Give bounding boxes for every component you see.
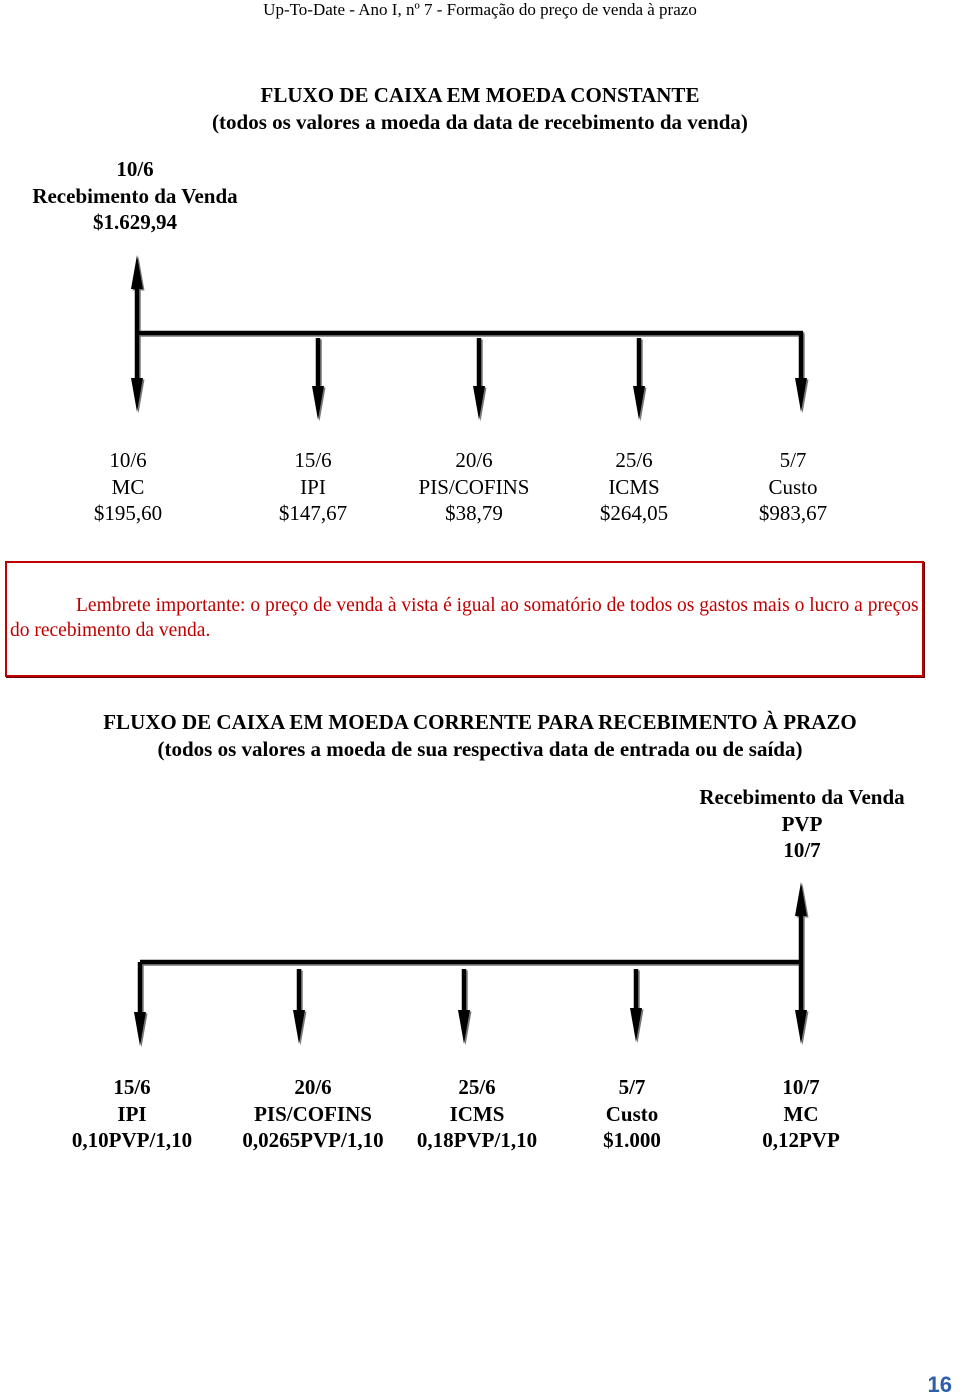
outflow-date: 25/6	[458, 1075, 496, 1099]
outflow-value: $195,60	[93, 501, 163, 525]
outflow-label: 5/7 Custo $983,67	[713, 447, 873, 527]
outflow-value: $264,05	[599, 501, 669, 525]
receipt-value: $1.629,94	[93, 210, 177, 234]
outflow-name: Custo	[605, 1101, 659, 1126]
receipt-label: Recebimento da Venda	[699, 785, 905, 809]
outflow-arrow-head	[134, 1012, 146, 1046]
outflow-value: 0,12PVP	[762, 1128, 840, 1152]
outflow-name: ICMS	[449, 1101, 505, 1126]
outflow-arrow-head	[795, 378, 807, 412]
outflow-value: 0,0265PVP/1,10	[242, 1128, 384, 1152]
outflow-label: 25/6 ICMS 0,18PVP/1,10	[392, 1074, 562, 1154]
outflow-label: 15/6 IPI 0,10PVP/1,10	[47, 1074, 217, 1154]
outflow-name: PIS/COFINS	[254, 1101, 372, 1126]
outflow-arrow-head	[458, 1010, 470, 1044]
receipt-date: 10/6	[116, 157, 154, 181]
outflow-value: 0,10PVP/1,10	[71, 1128, 193, 1152]
section1-title: FLUXO DE CAIXA EM MOEDA CONSTANTE (todos…	[155, 82, 805, 136]
outflow-date: 10/6	[109, 448, 147, 472]
outflow-label: 20/6 PIS/COFINS $38,79	[394, 447, 554, 527]
inflow-arrow-head	[795, 882, 807, 916]
outflow-arrow-head	[795, 1010, 807, 1044]
outflow-name: IPI	[300, 474, 326, 499]
receipt-label: Recebimento da Venda	[32, 183, 238, 208]
page-header: Up-To-Date - Ano I, nº 7 - Formação do p…	[263, 0, 697, 19]
outflow-date: 5/7	[618, 1075, 646, 1099]
section1-title-line1: FLUXO DE CAIXA EM MOEDA CONSTANTE	[260, 83, 700, 107]
outflow-label: 10/7 MC 0,12PVP	[721, 1074, 881, 1154]
outflow-value: 0,18PVP/1,10	[416, 1128, 538, 1152]
outflow-label: 5/7 Custo $1.000	[557, 1074, 707, 1154]
outflow-value: $38,79	[445, 501, 503, 525]
inflow-arrow-head	[131, 255, 143, 289]
outflow-value: $983,67	[758, 501, 828, 525]
outflow-name: PIS/COFINS	[418, 474, 530, 499]
receipt-date: 10/7	[783, 838, 821, 862]
outflow-value: $1.000	[603, 1128, 661, 1152]
outflow-name: Custo	[768, 474, 818, 499]
outflow-arrow-head	[473, 386, 485, 420]
outflow-name: MC	[111, 474, 145, 499]
outflow-date: 10/7	[782, 1075, 820, 1099]
outflow-value: $147,67	[278, 501, 348, 525]
outflow-arrow-head	[630, 1008, 642, 1042]
section2-title-line2: (todos os valores a moeda de sua respect…	[157, 737, 803, 761]
receipt-value: PVP	[781, 811, 823, 836]
outflow-label: 15/6 IPI $147,67	[233, 447, 393, 527]
section1-title-line2: (todos os valores a moeda da data de rec…	[212, 110, 748, 134]
outflow-label: 20/6 PIS/COFINS 0,0265PVP/1,10	[223, 1074, 403, 1154]
outflow-name: MC	[783, 1101, 819, 1126]
section1-receipt-label: 10/6 Recebimento da Venda $1.629,94	[10, 156, 260, 236]
outflow-name: IPI	[117, 1101, 147, 1126]
outflow-arrow-head	[131, 378, 143, 412]
outflow-date: 15/6	[113, 1075, 151, 1099]
outflow-name: ICMS	[608, 474, 660, 499]
outflow-date: 25/6	[615, 448, 653, 472]
outflow-arrow-head	[633, 386, 645, 420]
outflow-date: 20/6	[294, 1075, 332, 1099]
outflow-label: 25/6 ICMS $264,05	[554, 447, 714, 527]
section2-title-line1: FLUXO DE CAIXA EM MOEDA CORRENTE PARA RE…	[103, 710, 857, 734]
note-text: Lembrete importante: o preço de venda à …	[10, 595, 919, 641]
page-number: 16	[927, 1372, 952, 1397]
section2-receipt-label: Recebimento da Venda PVP 10/7	[672, 784, 932, 864]
section2-title: FLUXO DE CAIXA EM MOEDA CORRENTE PARA RE…	[40, 709, 920, 763]
outflow-label: 10/6 MC $195,60	[48, 447, 208, 527]
outflow-date: 15/6	[294, 448, 332, 472]
outflow-date: 5/7	[779, 448, 807, 472]
outflow-arrow-head	[312, 386, 324, 420]
note-box	[5, 561, 924, 677]
outflow-date: 20/6	[455, 448, 493, 472]
outflow-arrow-head	[293, 1010, 305, 1044]
